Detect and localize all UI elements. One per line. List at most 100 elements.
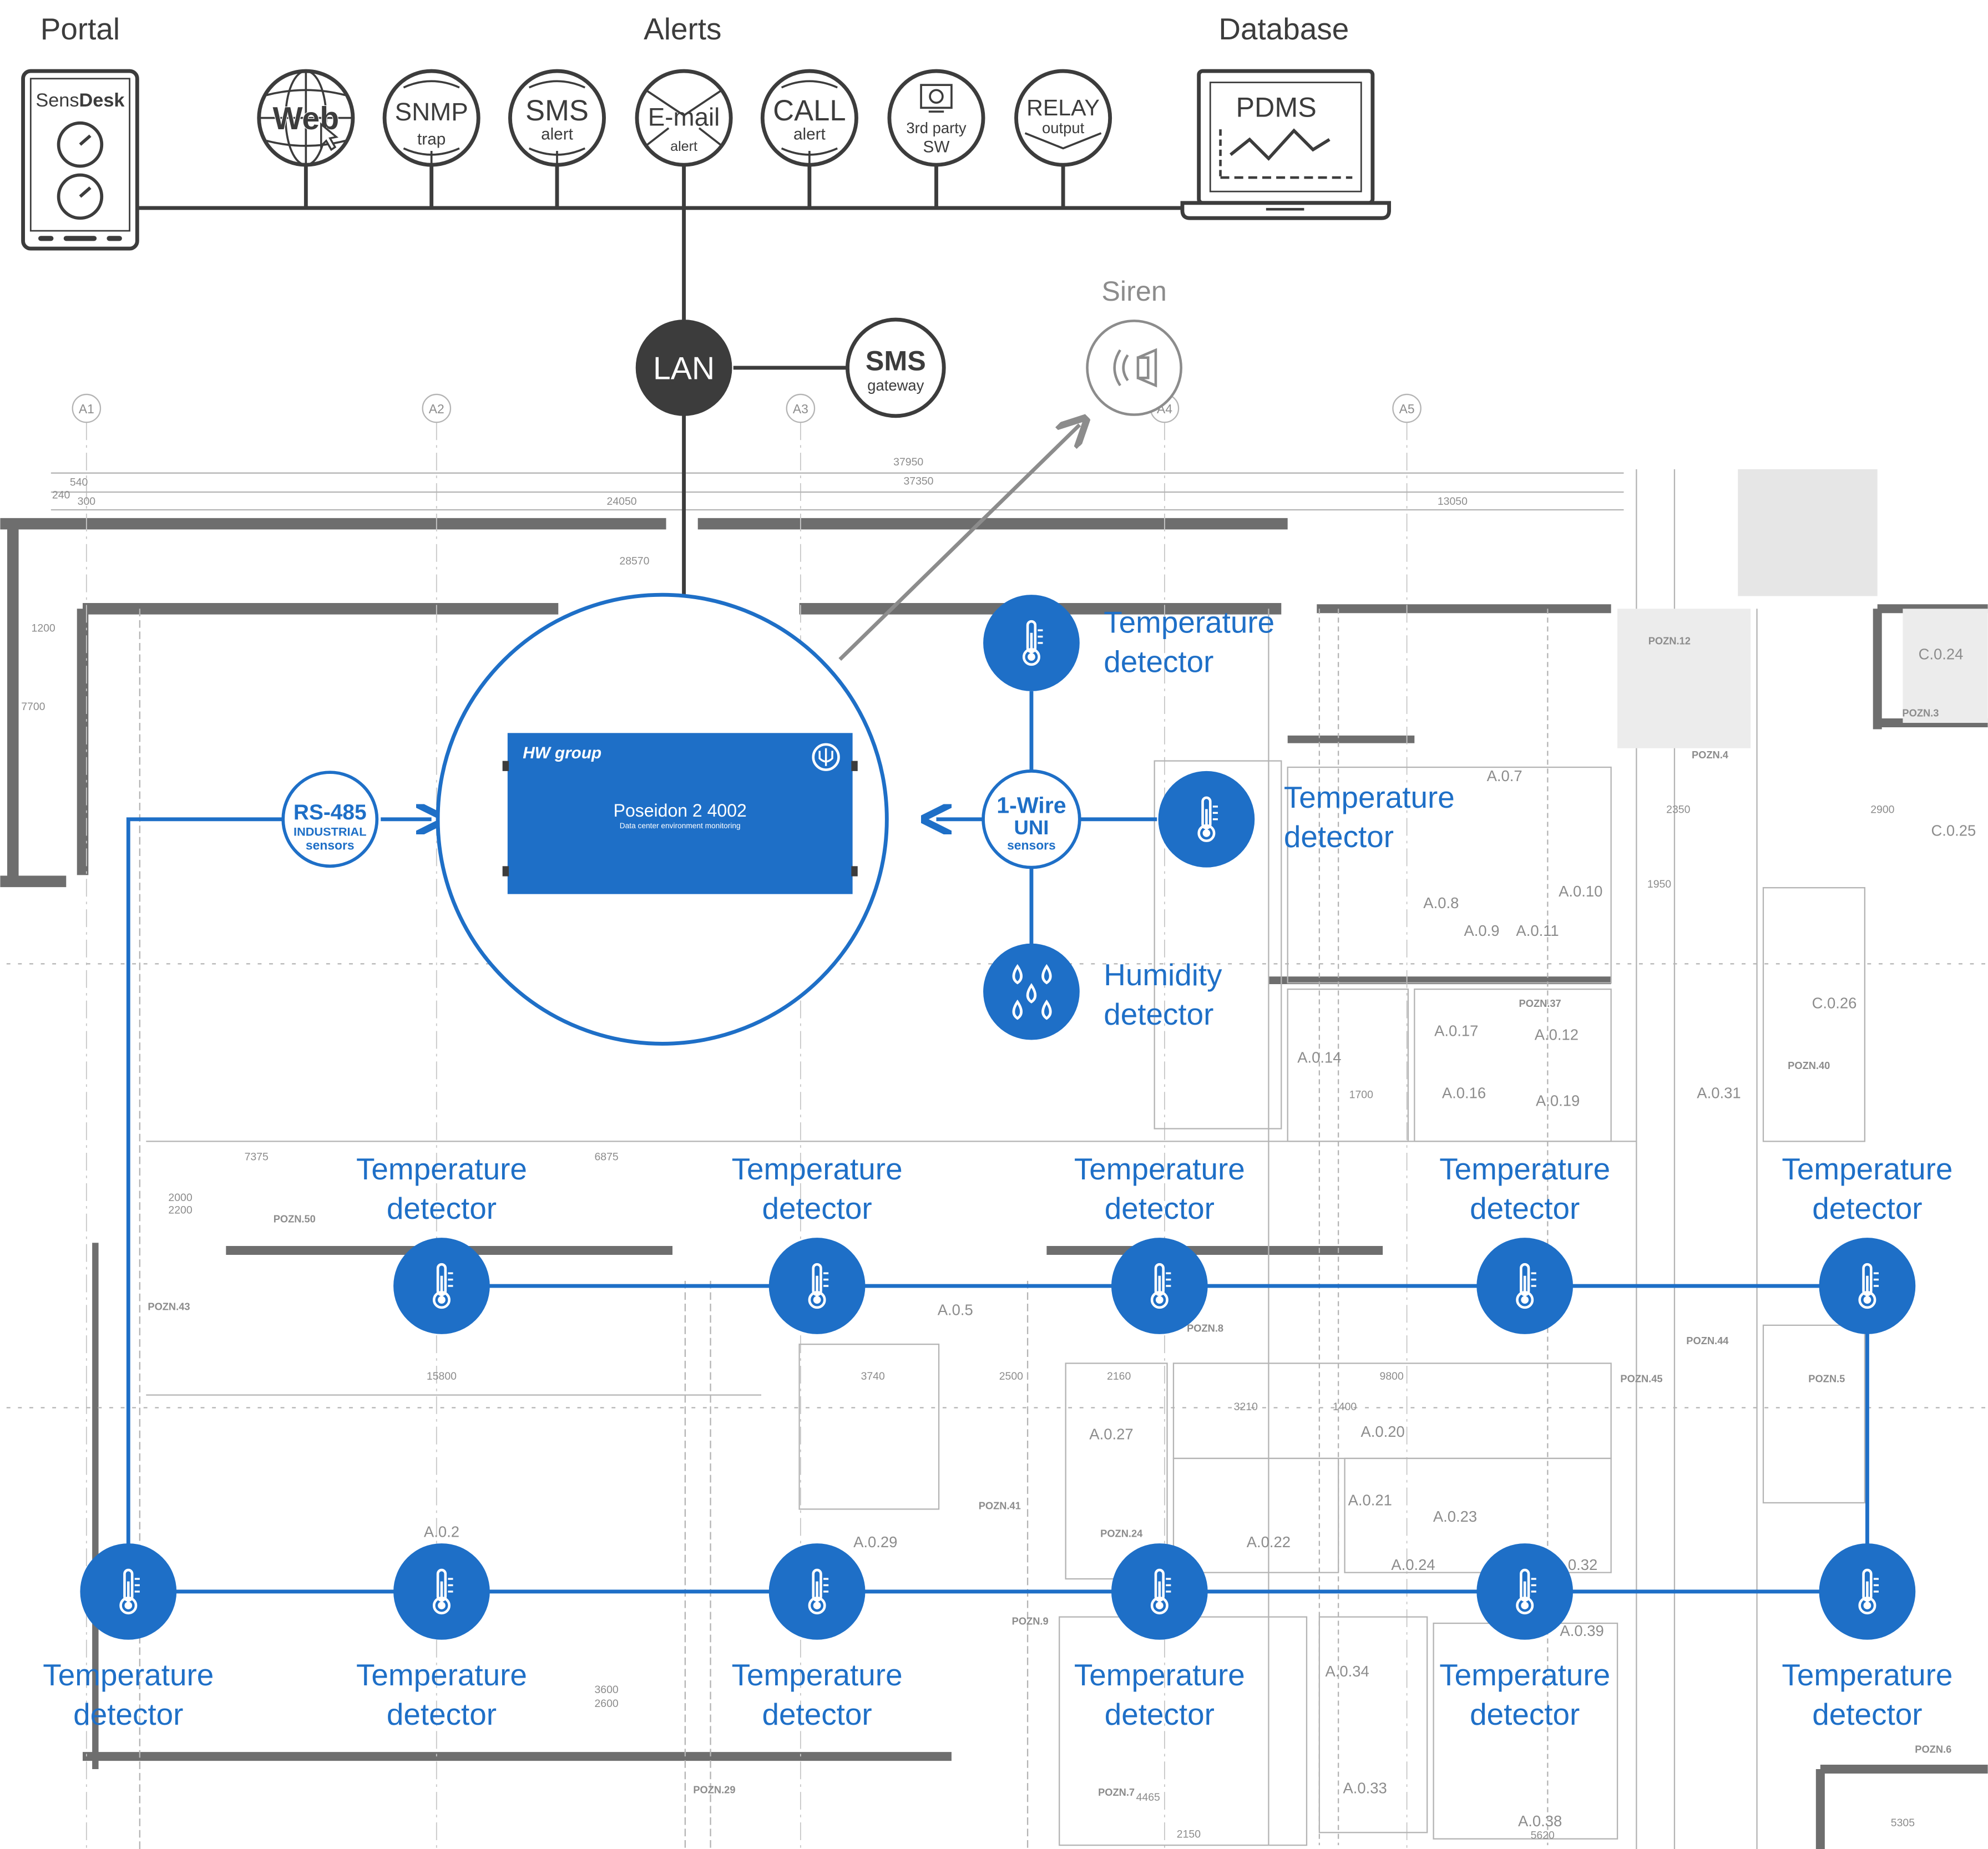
speaker-icon xyxy=(1113,348,1157,388)
dimension-label: 2200 xyxy=(168,1204,192,1217)
onewire-badge[interactable]: 1-Wire UNI sensors xyxy=(982,769,1081,869)
temperature-sensor-row2-2-label-2: detector xyxy=(387,1697,497,1731)
humidity-label-1: Humidity xyxy=(1104,958,1222,992)
alert-relay-sublabel: output xyxy=(1042,119,1085,136)
onewire-title: 1-Wire xyxy=(996,792,1066,818)
room-label: A.0.38 xyxy=(1518,1812,1562,1830)
temperature-sensor-row2-4-label-2: detector xyxy=(1105,1697,1215,1731)
temperature-sensor-row1-4-label-2: detector xyxy=(1470,1191,1580,1225)
alert-call-sublabel: alert xyxy=(793,125,826,143)
room-label: A.0.27 xyxy=(1089,1426,1133,1443)
onewire-line2: UNI xyxy=(1014,816,1049,839)
database-laptop[interactable]: PDMS xyxy=(1180,69,1392,220)
poseidon-device[interactable]: HW group Poseidon 2 4002 Data center env… xyxy=(502,733,858,894)
phone-icon xyxy=(781,80,838,165)
room-label: C.0.24 xyxy=(1919,646,1964,663)
position-label: POZN.44 xyxy=(1686,1335,1729,1346)
room-label: A.0.39 xyxy=(1560,1622,1603,1639)
database-header: Database xyxy=(1218,12,1349,46)
humidity-sensor[interactable]: Humidity detector xyxy=(983,943,1222,1040)
portal-tablet[interactable]: SensDesk xyxy=(21,69,139,251)
room-label: A.0.20 xyxy=(1361,1423,1405,1440)
temperature-sensor-row2-6-label-1: Temperature xyxy=(1782,1658,1952,1692)
temperature-sensor-row1-5-label-1: Temperature xyxy=(1782,1152,1952,1186)
dimension-label: 1200 xyxy=(32,622,55,634)
lan-hub[interactable]: LAN xyxy=(635,320,732,416)
position-label: POZN.40 xyxy=(1788,1060,1830,1071)
position-label: POZN.9 xyxy=(1012,1615,1049,1627)
dimension-label: 5620 xyxy=(1531,1830,1555,1842)
temperature-sensor-top-label-2: detector xyxy=(1104,645,1213,679)
sms-gateway[interactable]: SMS gateway xyxy=(846,317,946,418)
position-label: POZN.12 xyxy=(1648,635,1691,646)
alert-email-label: E-mail xyxy=(648,103,720,131)
chart-line-icon xyxy=(1230,128,1331,161)
rs485-badge[interactable]: RS-485 INDUSTRIAL sensors xyxy=(281,771,379,868)
room-label: A.0.12 xyxy=(1535,1026,1579,1043)
dimension-label: 28570 xyxy=(619,555,649,567)
dimension-label: 1700 xyxy=(1349,1089,1373,1101)
axis-bubble xyxy=(422,393,452,423)
alert-relay-label: RELAY xyxy=(1026,95,1100,120)
siren[interactable]: Siren xyxy=(1086,275,1182,416)
humidity-label-2: detector xyxy=(1104,997,1213,1031)
room-label: C.0.26 xyxy=(1812,994,1857,1011)
dimension-label: 1950 xyxy=(1647,878,1671,890)
room-label: A.0.19 xyxy=(1536,1092,1580,1109)
position-label: POZN.8 xyxy=(1187,1322,1223,1334)
temperature-sensor-row1-3-label-2: detector xyxy=(1105,1191,1215,1225)
room-label: A.0.8 xyxy=(1423,894,1459,911)
siren-connector xyxy=(838,425,1080,661)
dimension-label: 15800 xyxy=(427,1370,457,1382)
dimension-label: 6875 xyxy=(595,1151,619,1163)
hatched-area xyxy=(1617,469,1988,748)
dimension-label: 37950 xyxy=(893,456,923,468)
position-label: POZN.37 xyxy=(1519,997,1561,1009)
room-label: A.0.9 xyxy=(1464,922,1499,939)
room-label: A.0.10 xyxy=(1559,883,1602,900)
room-label: A.0.31 xyxy=(1697,1085,1741,1102)
snmp-icon xyxy=(403,80,460,165)
sms-icon xyxy=(528,80,586,165)
room-label: A.0.21 xyxy=(1348,1491,1392,1508)
hwgroup-logo: HW group xyxy=(523,744,601,762)
rs485-line3: sensors xyxy=(306,838,355,853)
alert-sms-label: SMS xyxy=(525,94,589,127)
portal-header: Portal xyxy=(41,12,120,46)
axis-label: A3 xyxy=(793,402,808,416)
dimension-label: 2900 xyxy=(1870,803,1894,815)
sensdesk-logo: SensDesk xyxy=(36,90,125,111)
alert-snmp-sublabel: trap xyxy=(417,130,446,149)
dimension-label: 2000 xyxy=(168,1192,192,1204)
alerts-header: Alerts xyxy=(644,12,721,46)
temperature-sensor-row2-1-label-1: Temperature xyxy=(43,1658,214,1692)
dimension-label: 240 xyxy=(52,489,70,501)
dimension-label: 3210 xyxy=(1234,1401,1258,1413)
room-label: A.0.7 xyxy=(1487,767,1522,784)
axis-bubble xyxy=(1392,393,1422,423)
room-label: A.0.2 xyxy=(424,1523,459,1541)
rs485-title: RS-485 xyxy=(294,801,367,824)
